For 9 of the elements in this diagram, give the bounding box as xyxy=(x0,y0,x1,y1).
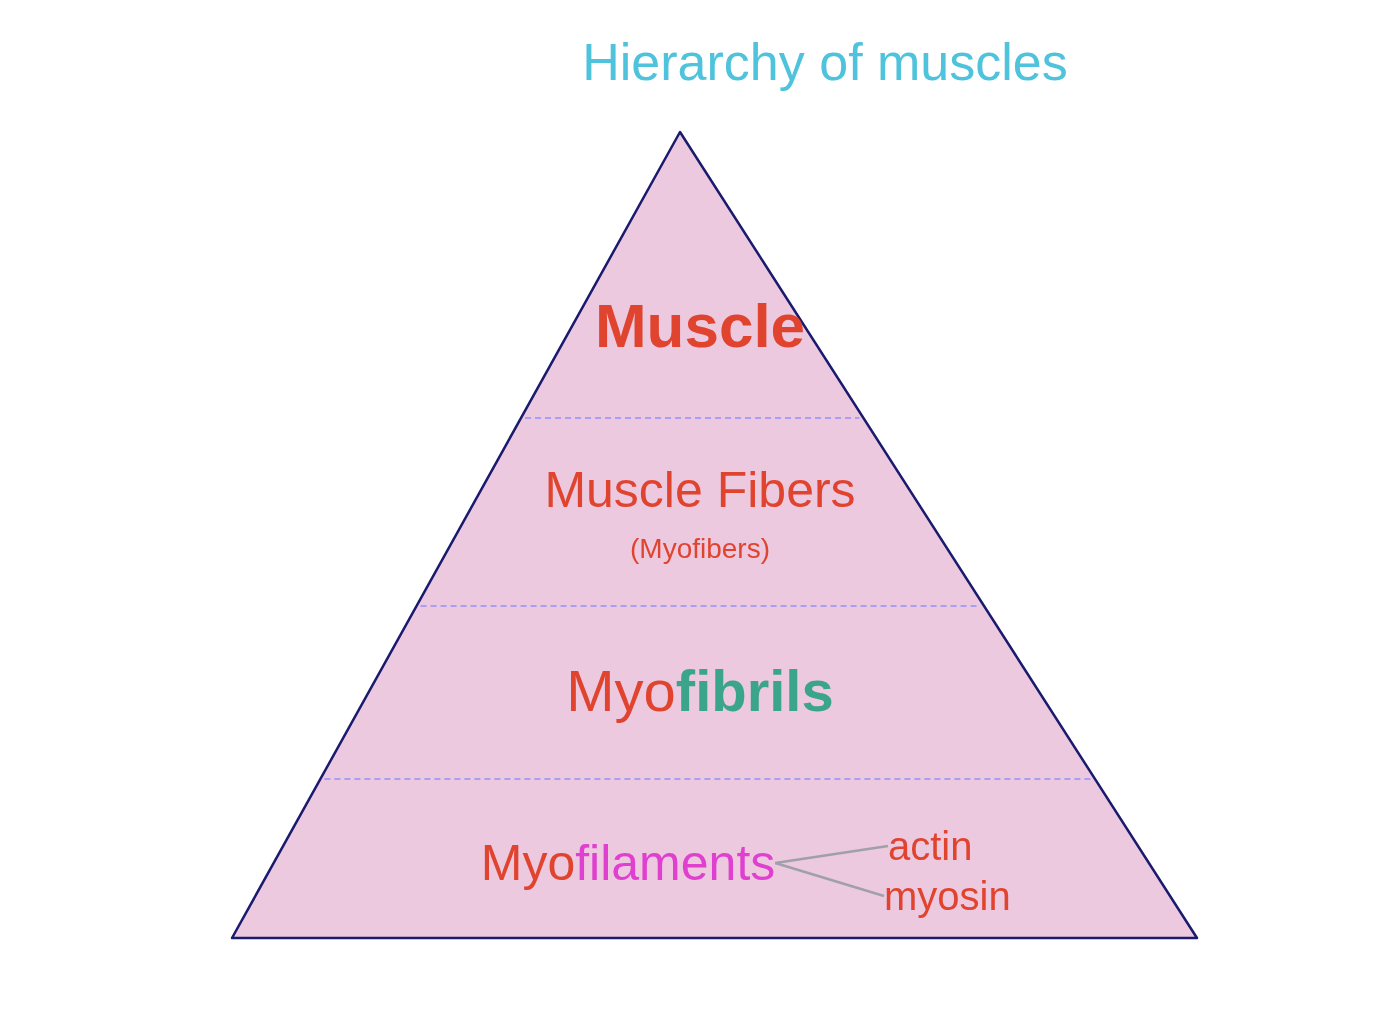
level-subtitle: (Myofibers) xyxy=(630,535,770,563)
level-label: Myofilaments xyxy=(480,838,776,888)
level-label: myosin xyxy=(884,876,1011,916)
level-label: Muscle Fibers xyxy=(544,465,856,515)
title: Hierarchy of muscles xyxy=(581,32,1069,93)
level-label: Muscle xyxy=(594,295,806,357)
branch-line xyxy=(774,861,885,898)
branch-line xyxy=(775,844,889,865)
level-label: actin xyxy=(888,826,973,866)
